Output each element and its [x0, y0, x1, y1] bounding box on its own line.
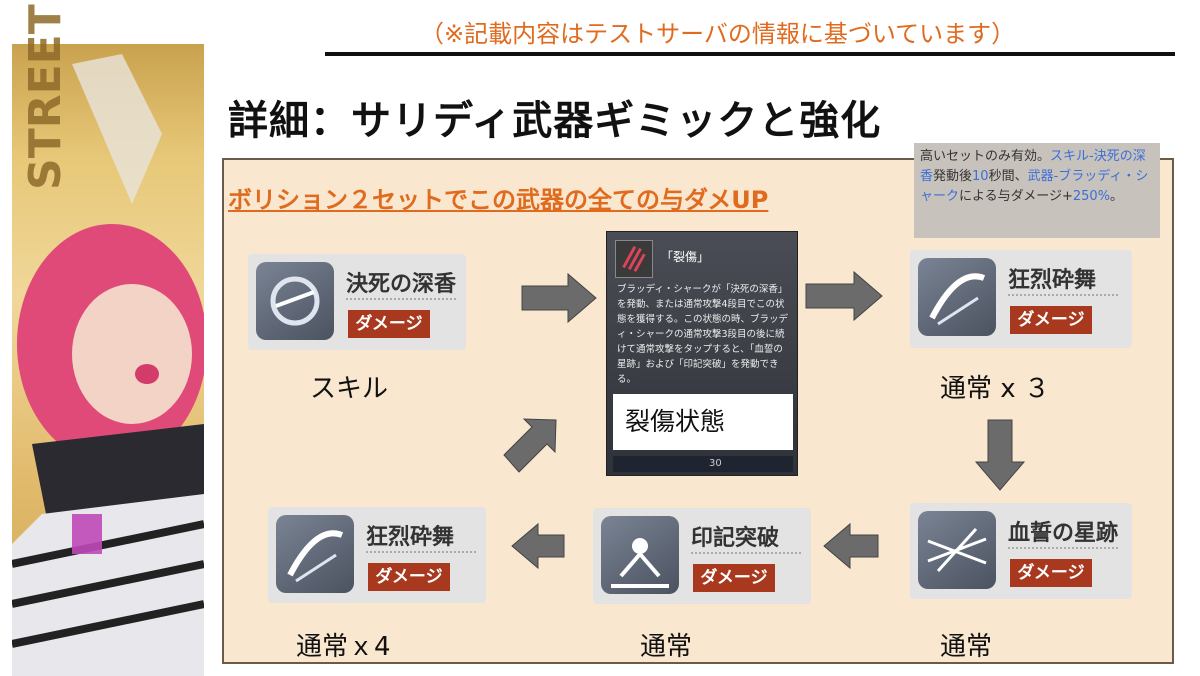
tooltip-percent: 250% — [1072, 189, 1111, 204]
claw-icon — [615, 240, 653, 278]
damage-badge: ダメージ — [1010, 559, 1092, 587]
normal-x4-label: 通常ｘ4 — [296, 632, 391, 662]
header-divider — [325, 52, 1175, 56]
skill-name: 決死の深香 — [346, 272, 457, 297]
status-name: 「裂傷」 — [661, 250, 710, 264]
skill-name: 狂烈砕舞 — [1008, 268, 1097, 293]
tooltip-weapon-link: 武器-ブラッディ・シャーク — [920, 169, 1149, 204]
arrow-left-icon — [511, 522, 565, 570]
tooltip-skill-link: スキル-決死の深香 — [920, 149, 1146, 184]
skill-name: 血誓の星跡 — [1008, 521, 1119, 546]
slash-icon — [918, 258, 996, 336]
skill-card-label: スキル — [310, 374, 389, 404]
arrow-up-right-icon — [503, 418, 557, 473]
arrow-down-icon — [974, 419, 1026, 491]
skill-name: 狂烈砕舞 — [366, 525, 455, 550]
status-description: ブラッディ・シャークが「決死の深香」を発動、または通常攻撃4段目でこの状態を獲得… — [617, 284, 789, 385]
damage-badge: ダメージ — [368, 563, 450, 591]
skill-icon — [256, 262, 334, 340]
hud-value: 30 — [709, 458, 722, 469]
skill-card-desperate-fragrance: 決死の深香 ダメージ — [248, 254, 466, 350]
set-bonus-note: ボリション２セットでこの武器の全ての与ダメUP — [228, 186, 769, 214]
skill-name: 印記突破 — [691, 526, 780, 551]
skill-card-frenzy-dance-x3: 狂烈砕舞 ダメージ — [910, 250, 1132, 348]
skill-card-blood-oath: 血誓の星跡 ダメージ — [910, 503, 1132, 599]
set-bonus-tooltip: 高いセットのみ有効。スキル-決死の深香発動後10秒間、武器-ブラッディ・シャーク… — [914, 143, 1160, 238]
arrow-right-icon — [805, 270, 883, 322]
blood-oath-label: 通常 — [940, 632, 993, 662]
page-title: 詳細：サリディ武器ギミックと強化 — [228, 98, 882, 144]
divider — [1008, 547, 1118, 555]
tooltip-text: 秒間、 — [988, 169, 1028, 184]
arrow-left-icon — [823, 522, 879, 570]
cross-slash-icon — [918, 511, 996, 589]
divider — [691, 552, 801, 560]
damage-badge: ダメージ — [1010, 306, 1092, 334]
laceration-state-label: 裂傷状態 — [613, 394, 793, 450]
character-illustration — [12, 54, 204, 676]
laceration-state-screenshot: 「裂傷」 ブラッディ・シャークが「決死の深香」を発動、または通常攻撃4段目でこの… — [606, 231, 798, 476]
divider — [366, 551, 476, 559]
normal-x3-label: 通常 x ３ — [940, 374, 1050, 404]
damage-badge: ダメージ — [348, 310, 430, 338]
tooltip-text: 高いセットのみ有効。 — [920, 149, 1051, 164]
disclaimer-text: （※記載内容はテストサーバの情報に基づいています） — [420, 20, 1016, 48]
seal-break-label: 通常 — [640, 632, 693, 662]
tooltip-text: 発動後 — [933, 169, 973, 184]
divider — [346, 298, 456, 306]
game-hud-bar: 30 — [613, 456, 793, 472]
slash-icon — [276, 515, 354, 593]
character-banner-image — [12, 44, 204, 676]
tooltip-text: による与ダメージ+ — [959, 189, 1073, 204]
tooltip-duration: 10 — [972, 169, 989, 184]
skill-card-seal-break: 印記突破 ダメージ — [593, 508, 811, 604]
damage-badge: ダメージ — [693, 564, 775, 592]
tooltip-text: 。 — [1110, 189, 1124, 204]
arrow-right-icon — [521, 272, 597, 324]
figure-strike-icon — [601, 516, 679, 594]
skill-card-frenzy-dance-x4: 狂烈砕舞 ダメージ — [268, 507, 486, 603]
divider — [1008, 294, 1118, 302]
